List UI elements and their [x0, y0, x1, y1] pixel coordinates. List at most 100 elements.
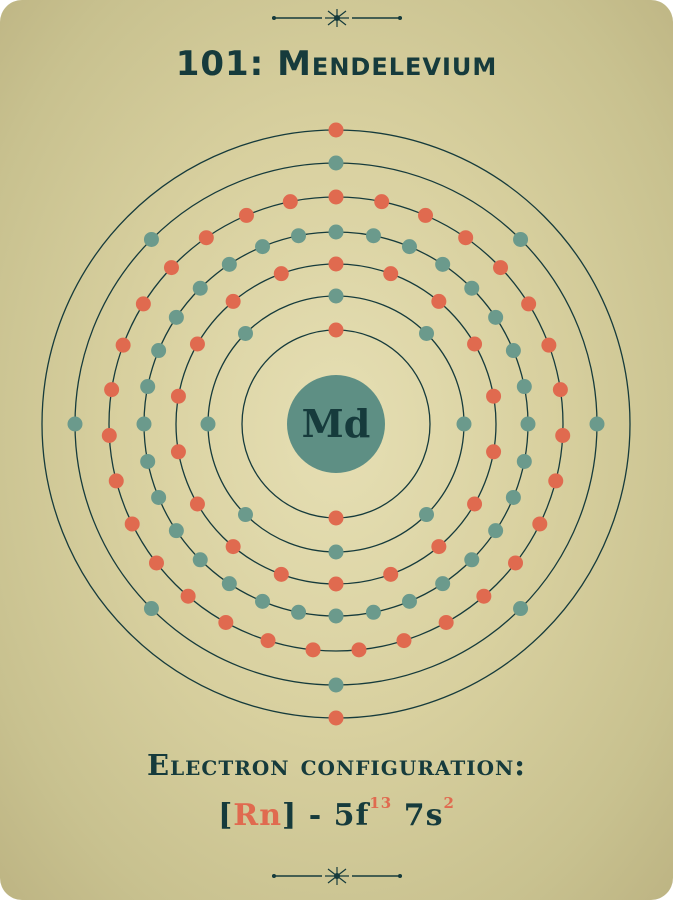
electron-shell-6 — [513, 601, 529, 617]
electron-shell-4 — [328, 608, 344, 624]
element-symbol: Md — [302, 401, 371, 446]
electron-shell-2 — [456, 416, 472, 432]
electron-shell-5 — [521, 296, 537, 312]
electron-shell-2 — [328, 544, 344, 560]
electron-shell-5 — [396, 633, 412, 649]
electron-shell-3 — [225, 293, 241, 309]
electron-shell-4 — [365, 604, 381, 620]
electron-shell-6 — [328, 155, 344, 171]
electron-configuration-label: Electron configuration: — [146, 748, 527, 782]
electron-shell-4 — [516, 379, 532, 395]
electron-shell-5 — [180, 588, 196, 604]
electron-shell-4 — [136, 416, 152, 432]
electron-shell-3 — [170, 444, 186, 460]
electron-shell-5 — [238, 207, 254, 223]
electron-shell-6 — [143, 601, 159, 617]
electron-shell-5 — [260, 633, 276, 649]
electron-shell-3 — [273, 566, 289, 582]
electron-shell-5 — [282, 194, 298, 210]
config-separator: - — [297, 798, 334, 833]
ornament-top-icon — [272, 9, 402, 27]
electron-shell-4 — [464, 280, 480, 296]
electron-shell-4 — [168, 309, 184, 325]
orbital-term-5f: 5f — [333, 798, 370, 833]
electron-shell-5 — [328, 189, 344, 205]
electron-shell-3 — [383, 266, 399, 282]
electron-shell-6 — [67, 416, 83, 432]
electron-shell-3 — [467, 336, 483, 352]
orbital-term-5f-exponent: 13 — [369, 794, 393, 812]
electron-shell-4 — [291, 228, 307, 244]
electron-shell-4 — [401, 239, 417, 255]
electron-shell-4 — [151, 343, 167, 359]
page-title: 101: Mendelevium — [175, 44, 498, 84]
electron-shell-6 — [328, 677, 344, 693]
electron-shell-5 — [351, 642, 367, 658]
electron-shell-5 — [148, 555, 164, 571]
electron-shell-5 — [218, 614, 234, 630]
electron-shell-5 — [418, 207, 434, 223]
electron-shell-7 — [328, 122, 344, 138]
electron-shell-4 — [291, 604, 307, 620]
electron-shell-2 — [237, 325, 253, 341]
electron-shell-4 — [435, 576, 451, 592]
electron-shell-4 — [516, 453, 532, 469]
electron-shell-3 — [328, 576, 344, 592]
electron-shell-5 — [493, 260, 509, 276]
electron-shell-5 — [163, 260, 179, 276]
electron-shell-6 — [143, 231, 159, 247]
electron-shell-5 — [458, 230, 474, 246]
nucleus — [287, 375, 385, 473]
electron-shell-3 — [486, 444, 502, 460]
electron-shell-4 — [401, 593, 417, 609]
electron-shell-4 — [151, 489, 167, 505]
electron-shell-5 — [552, 382, 568, 398]
electron-shell-6 — [589, 416, 605, 432]
electron-shell-5 — [555, 428, 571, 443]
electron-shell-1 — [328, 510, 344, 526]
electron-shell-4 — [255, 239, 271, 255]
electron-shell-3 — [189, 336, 205, 352]
electron-shell-5 — [476, 588, 492, 604]
electron-shell-5 — [438, 614, 454, 630]
electron-shell-7 — [328, 710, 344, 726]
electron-shell-3 — [431, 293, 447, 309]
electron-shell-4 — [328, 224, 344, 240]
electron-shell-5 — [108, 473, 124, 489]
electron-shell-4 — [520, 416, 536, 432]
electron-shell-4 — [255, 593, 271, 609]
electron-shell-5 — [135, 296, 151, 312]
electron-shell-3 — [170, 388, 186, 404]
electron-shell-4 — [464, 552, 480, 568]
electron-shell-4 — [221, 576, 237, 592]
electron-shell-4 — [192, 552, 208, 568]
electron-shell-3 — [328, 256, 344, 272]
electron-shell-5 — [374, 194, 390, 210]
electron-shell-4 — [488, 523, 504, 539]
electron-shell-2 — [237, 507, 253, 523]
orbital-term-7s-exponent: 2 — [443, 794, 455, 812]
ornament-bottom-icon — [272, 867, 402, 885]
electron-shell-5 — [198, 230, 214, 246]
electron-shell-3 — [383, 566, 399, 582]
electron-shell-1 — [328, 322, 344, 338]
electron-shell-4 — [140, 453, 156, 469]
electron-shell-4 — [140, 379, 156, 395]
electron-shell-3 — [225, 539, 241, 555]
electron-shell-3 — [467, 496, 483, 512]
electron-shell-6 — [513, 231, 529, 247]
electron-shell-3 — [431, 539, 447, 555]
electron-shell-5 — [101, 428, 117, 443]
electron-shell-2 — [200, 416, 216, 432]
core-bracket-close: ] — [282, 798, 298, 833]
electron-shell-5 — [115, 337, 131, 353]
electron-shell-5 — [541, 337, 557, 353]
electron-shell-5 — [508, 555, 524, 571]
electron-shell-4 — [505, 489, 521, 505]
noble-gas-core: Rn — [233, 798, 283, 833]
electron-shell-5 — [548, 473, 564, 489]
electron-shell-4 — [168, 523, 184, 539]
electron-shell-4 — [221, 256, 237, 272]
electron-shell-4 — [435, 256, 451, 272]
